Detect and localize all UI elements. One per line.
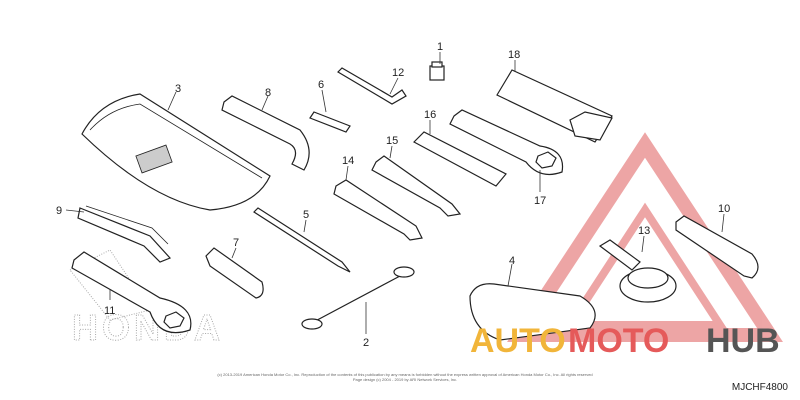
callout-6: 6 [318, 79, 324, 91]
callout-4: 4 [509, 255, 515, 267]
callout-3: 3 [175, 83, 181, 95]
callout-8: 8 [265, 87, 271, 99]
copyright-notice: (c) 2013-2019 American Honda Motor Co., … [215, 372, 595, 382]
callout-labels: 1 2 3 4 5 6 7 8 9 10 11 12 13 14 15 16 1… [56, 41, 730, 349]
part-7-handle [205, 247, 264, 299]
copyright-line-1: (c) 2013-2019 American Honda Motor Co., … [217, 372, 593, 377]
callout-7: 7 [233, 237, 239, 249]
callout-9: 9 [56, 205, 62, 217]
callout-11: 11 [104, 305, 115, 317]
part-15-double-wrench [371, 145, 462, 217]
part-17-wrench [449, 109, 564, 192]
callout-5: 5 [303, 209, 309, 221]
part-11-pin-spanner [71, 251, 192, 334]
part-5-screwdriver [253, 207, 351, 273]
part-12-hex-key [337, 67, 407, 105]
part-9-pliers [65, 205, 172, 263]
part-3-tool-pouch [81, 91, 271, 211]
watermark-moto: MOTO [568, 322, 669, 360]
diagram-code: MJCHF4800 [731, 382, 788, 393]
part-2-rod [301, 266, 415, 334]
part-14-wrench [333, 165, 423, 241]
callout-15: 15 [386, 135, 398, 147]
callout-10: 10 [718, 203, 730, 215]
part-13-socket [598, 235, 677, 303]
part-18-tool-bag [496, 60, 613, 143]
callout-14: 14 [342, 155, 354, 167]
callout-18: 18 [508, 49, 520, 61]
copyright-line-2: Page design (c) 2004 - 2019 by ARI Netwo… [352, 377, 458, 382]
watermark-text: AUTO MOTO HUB [470, 322, 780, 360]
callout-12: 12 [392, 67, 404, 79]
part-8-spanner [221, 95, 310, 171]
part-4-bag [469, 263, 596, 341]
part-1-clip [429, 52, 445, 81]
part-10-extension [675, 213, 759, 279]
part-6-wrench [309, 89, 351, 133]
callout-1: 1 [437, 41, 443, 53]
watermark-auto: AUTO [470, 322, 566, 360]
part-16-strip [413, 120, 507, 187]
callout-2: 2 [363, 337, 369, 349]
honda-brand-outline: HONDA [72, 307, 224, 348]
callout-17: 17 [534, 195, 546, 207]
callout-16: 16 [424, 109, 436, 121]
watermark-hub: HUB [706, 322, 780, 360]
callout-13: 13 [638, 225, 650, 237]
